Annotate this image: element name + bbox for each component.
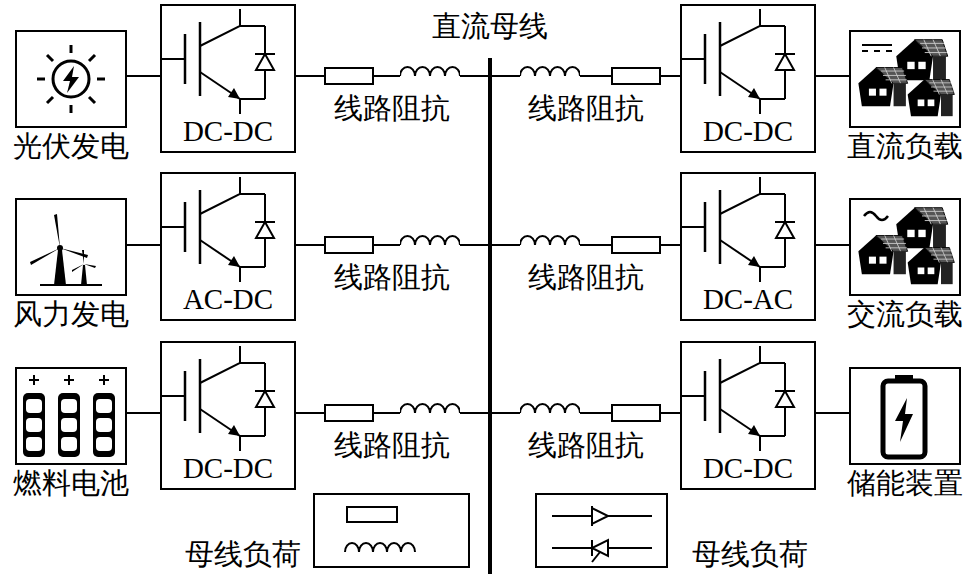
converter-box: AC-DC (160, 172, 296, 321)
source-box: 风力发电 (15, 198, 127, 296)
node-label: 母线负荷 (692, 538, 808, 570)
impedance-label: 线路阻抗 (526, 92, 646, 124)
node-label: 储能装置 (847, 467, 963, 499)
wire (127, 75, 160, 77)
converter-label: DC-DC (183, 115, 273, 147)
wire (816, 244, 849, 246)
node-label: 交流负载 (847, 298, 963, 330)
impedance-label: 线路阻抗 (526, 429, 646, 461)
wire (816, 412, 849, 414)
load-box: 直流负载 (849, 30, 961, 128)
converter-label: AC-DC (183, 283, 273, 315)
node-label: 母线负荷 (185, 538, 301, 570)
converter-label: DC-AC (703, 283, 793, 315)
converter-box: DC-DC (680, 341, 816, 490)
impedance-label: 线路阻抗 (332, 429, 452, 461)
impedance-label: 线路阻抗 (332, 92, 452, 124)
converter-box: DC-AC (680, 172, 816, 321)
bus-load-box: 母线负荷 (313, 493, 470, 568)
impedance-label: 线路阻抗 (332, 261, 452, 293)
node-label: 直流负载 (847, 130, 963, 162)
bus-load-box: 母线负荷 (535, 493, 668, 568)
converter-box: DC-DC (160, 4, 296, 153)
source-box: 燃料电池 (15, 367, 127, 465)
node-label: 光伏发电 (13, 130, 129, 162)
converter-label: DC-DC (183, 452, 273, 484)
wire (816, 75, 849, 77)
storage-box: 储能装置 (849, 367, 961, 465)
source-box: 光伏发电 (15, 30, 127, 128)
node-label: 燃料电池 (13, 467, 129, 499)
node-label: 风力发电 (13, 298, 129, 330)
dc-bus: 直流母线 (488, 58, 492, 574)
node-label: 直流母线 (432, 10, 548, 42)
converter-box: DC-DC (680, 4, 816, 153)
wire (127, 244, 160, 246)
converter-label: DC-DC (703, 115, 793, 147)
load-box: 交流负载 (849, 198, 961, 296)
converter-box: DC-DC (160, 341, 296, 490)
wire (127, 412, 160, 414)
impedance-label: 线路阻抗 (526, 261, 646, 293)
converter-label: DC-DC (703, 452, 793, 484)
